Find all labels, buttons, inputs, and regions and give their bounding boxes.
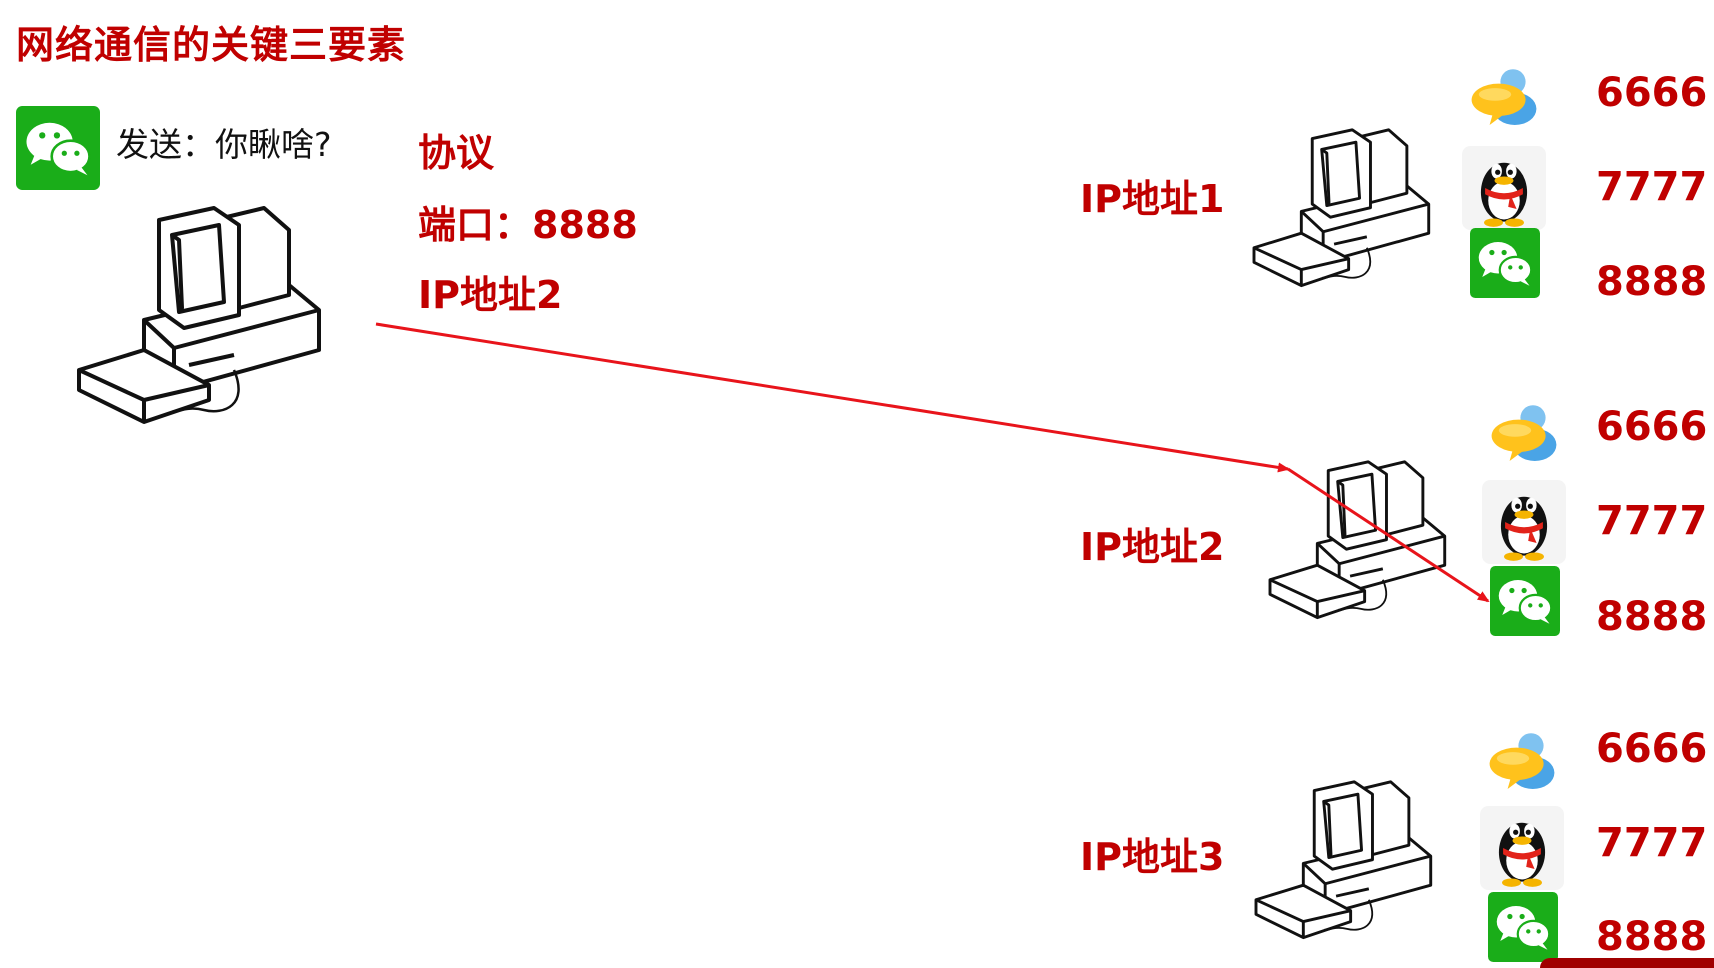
send-message: 发送：你瞅啥? <box>116 125 332 164</box>
ip-address-label: IP地址2 <box>418 273 563 317</box>
port-label: 端口：8888 <box>418 203 638 247</box>
host1-port-7777: 7777 <box>1596 164 1708 210</box>
protocol-label: 协议 <box>418 131 495 175</box>
host3-port-7777: 7777 <box>1596 820 1708 866</box>
host3-port-6666: 6666 <box>1596 726 1708 772</box>
host1-port-8888: 8888 <box>1596 259 1708 305</box>
page-title: 网络通信的关键三要素 <box>16 23 407 67</box>
host2-port-7777: 7777 <box>1596 498 1708 544</box>
host2-port-8888: 8888 <box>1596 594 1708 640</box>
host3-port-8888: 8888 <box>1596 914 1708 960</box>
corner-decoration <box>1540 958 1714 968</box>
host2-port-6666: 6666 <box>1596 404 1708 450</box>
host1-ip-label: IP地址1 <box>1080 177 1225 221</box>
arrow-to-port-8888 <box>1287 467 1490 603</box>
arrow-to-host2 <box>375 322 1290 473</box>
host1-port-6666: 6666 <box>1596 70 1708 116</box>
host2-ip-label: IP地址2 <box>1080 525 1225 569</box>
host3-ip-label: IP地址3 <box>1080 835 1225 879</box>
